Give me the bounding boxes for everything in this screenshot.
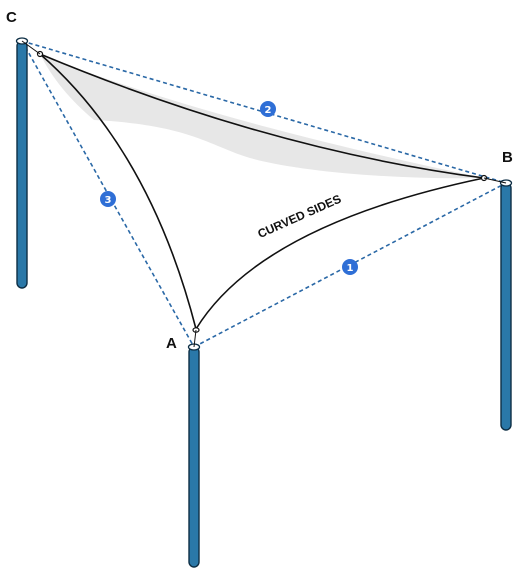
side-badge-3-number: 3 bbox=[105, 195, 112, 206]
tie-a bbox=[193, 329, 197, 348]
sail-shadow bbox=[40, 54, 484, 179]
sail-edge-c-b bbox=[39, 53, 485, 179]
tie-c bbox=[21, 40, 41, 55]
pole-b bbox=[499, 179, 513, 431]
sail-edge-b-a bbox=[195, 177, 485, 330]
corner-label-b: B bbox=[502, 149, 513, 166]
tie-b bbox=[483, 177, 507, 184]
side-badge-1: 1 bbox=[342, 259, 358, 275]
side-badge-3: 3 bbox=[100, 191, 116, 207]
corner-label-a: A bbox=[166, 335, 177, 352]
side-badge-2: 2 bbox=[260, 101, 276, 117]
curved-sides-caption: CURVED SIDES bbox=[256, 192, 344, 241]
corner-label-c: C bbox=[6, 9, 17, 26]
side-badge-1-number: 1 bbox=[347, 263, 354, 274]
sail-edge-a-c bbox=[39, 53, 197, 330]
pole-a bbox=[187, 343, 201, 568]
pole-c bbox=[15, 37, 29, 289]
side-badge-2-number: 2 bbox=[265, 105, 272, 116]
